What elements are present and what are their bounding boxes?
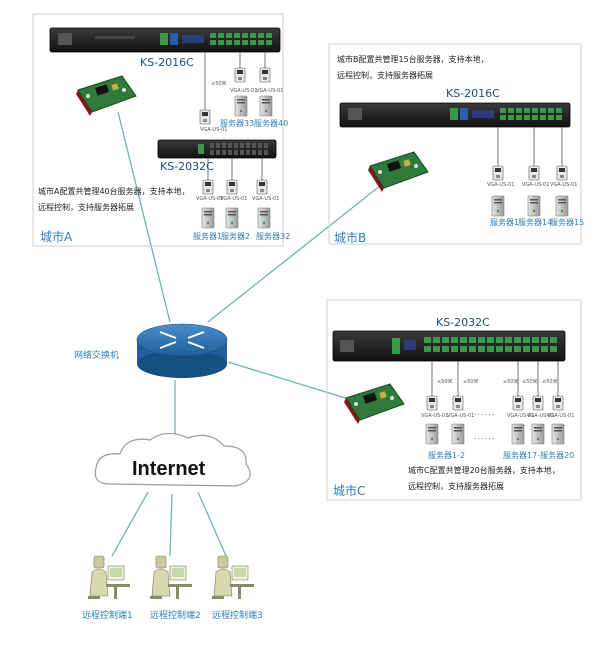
vga-module-icon [202, 179, 214, 195]
city-b-label: 城市B [334, 231, 367, 245]
city-c-label: 城市C [333, 484, 366, 498]
vga-module-icon [528, 165, 540, 181]
server-icon [451, 423, 465, 445]
network-links [111, 111, 391, 557]
city-a-server-1: 服务器1 [193, 232, 223, 241]
remote-console-2-label: 远程控制端2 [150, 611, 201, 621]
city-c-description: 城市C配置共管理20台服务器，支持本地， 远程控制，支持服务器拓展 [408, 466, 560, 491]
link-remote-2 [169, 493, 173, 557]
link-city-c [227, 361, 353, 401]
server-icon [511, 423, 525, 445]
vga-module-icon [556, 165, 568, 181]
server-icon [234, 95, 248, 117]
server-icon [257, 207, 271, 229]
server-icon [259, 95, 273, 117]
link-remote-3 [197, 491, 227, 557]
city-a-module-label: VGA-US-01 [256, 88, 284, 94]
city-b-server-1: 服务器1 [490, 218, 520, 227]
server-icon [491, 195, 505, 217]
remote-console-1-label: 远程控制端1 [82, 611, 133, 621]
city-c-server-1-2: 服务器1-2 [428, 451, 466, 460]
city-a-label: 城市A [40, 230, 73, 244]
vga-module-icon [452, 395, 464, 411]
city-c-cable-label: ≤50米 [463, 379, 479, 385]
kvm-switch-ks-2016c [49, 27, 281, 53]
city-b-server-15: 服务器15 [550, 218, 585, 227]
city-b-server-14: 服务器14 [518, 218, 553, 227]
city-b-description: 城市B配置共管理15台服务器，支持本地， 远程控制，支持服务器拓展 [337, 55, 489, 80]
city-b-module-label: VGA-US-01 [550, 182, 578, 188]
internet-label: Internet [132, 458, 206, 480]
vga-module-icon [226, 179, 238, 195]
kvm-card-icon [367, 151, 429, 193]
internet-cloud [94, 432, 251, 487]
city-c-cable-label: ≤50米 [437, 379, 453, 385]
city-a-server-33: 服务器33 [220, 119, 255, 128]
city-a-module-label: VGA-US-01 [252, 196, 280, 202]
vga-module-icon [492, 165, 504, 181]
server-icon [555, 195, 569, 217]
city-a-module-label: VGA-US-01 [220, 196, 248, 202]
server-icon [531, 423, 545, 445]
city-c-model: KS-2032C [436, 316, 490, 329]
city-a-module-label: VGA-US-01 [230, 88, 258, 94]
city-a-panel [32, 13, 284, 247]
remote-console-icon [211, 555, 255, 600]
city-c-cable-label: ≤50米 [542, 379, 558, 385]
city-c-module-label: VGA-US-01 [507, 413, 535, 419]
city-c-cable-label: ≤50米 [503, 379, 519, 385]
city-a-model-top: KS-2016C [140, 56, 194, 69]
city-c-module-label: VGA-US-01 [447, 413, 475, 419]
city-c-ellipsis: ...... [474, 408, 496, 417]
vga-module-icon [552, 395, 564, 411]
remote-console-3-label: 远程控制端3 [212, 611, 263, 621]
network-switch-label: 网络交换机 [74, 351, 120, 361]
remote-console-icon [149, 555, 193, 600]
city-b-module-label: VGA-US-01 [522, 182, 550, 188]
kvm-switch-ks-2016c [339, 102, 571, 128]
city-c-cable-label: ≤50米 [522, 379, 538, 385]
vga-module-icon [426, 395, 438, 411]
remote-console-icon [87, 555, 131, 600]
link-city-a [117, 111, 171, 323]
link-remote-1 [111, 491, 149, 557]
city-b-module-label: VGA-US-01 [487, 182, 515, 188]
city-a-model-bottom: KS-2032C [160, 160, 214, 173]
city-c-server-17-20: 服务器17-服务器20 [503, 451, 575, 460]
city-c-module-label: VGA-US-01 [547, 413, 575, 419]
city-c-module-label: VGA-US-01 [421, 413, 449, 419]
network-switch-icon [136, 323, 228, 378]
city-c-module-label: VGA-US-01 [527, 413, 555, 419]
city-a-description: 城市A配置共管理40台服务器，支持本地， 远程控制，支持服务器拓展 [38, 187, 190, 212]
city-a-cable-label: ≤50米 [211, 81, 227, 87]
city-b-panel [328, 43, 582, 245]
city-c-ellipsis: ...... [474, 432, 496, 441]
city-a-server-32: 服务器32 [256, 232, 291, 241]
city-b-model: KS-2016C [446, 87, 500, 100]
vga-module-icon [532, 395, 544, 411]
link-city-b [207, 177, 391, 323]
vga-module-icon [234, 67, 246, 83]
kvm-card-icon [343, 383, 405, 425]
vga-module-icon [512, 395, 524, 411]
vga-module-icon [256, 179, 268, 195]
server-icon [201, 207, 215, 229]
server-icon [551, 423, 565, 445]
vga-module-icon [259, 67, 271, 83]
server-icon [527, 195, 541, 217]
city-a-server-40: 服务器40 [254, 119, 289, 128]
server-icon [425, 423, 439, 445]
vga-module-icon [199, 109, 211, 125]
kvm-card-icon [75, 75, 137, 117]
city-a-module-label: VGA-US-01 [200, 127, 228, 133]
city-a-module-label: VGA-US-01 [196, 196, 224, 202]
city-c-panel [326, 299, 582, 501]
kvm-switch-ks-2032c [332, 330, 566, 362]
city-a-server-2: 服务器2 [221, 232, 251, 241]
server-icon [225, 207, 239, 229]
kvm-switch-ks-2032c [157, 139, 277, 159]
